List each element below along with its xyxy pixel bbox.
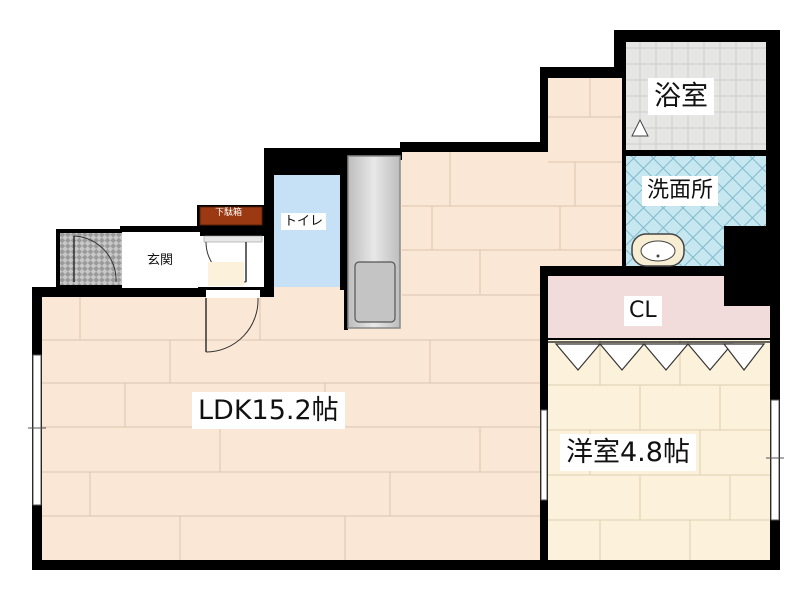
ldk-plank-lines bbox=[42, 78, 622, 560]
shoe-box-label: 下駄箱 bbox=[215, 208, 243, 218]
windows bbox=[28, 354, 784, 521]
closet-label: CL bbox=[624, 296, 662, 326]
shoe-box bbox=[197, 205, 265, 227]
ldk-floor bbox=[42, 78, 622, 560]
ldk-wood-floor bbox=[42, 78, 622, 560]
bathroom-label: 浴室 bbox=[648, 78, 714, 115]
entrance bbox=[60, 224, 266, 353]
closet-door-marks bbox=[554, 343, 766, 371]
washroom bbox=[622, 156, 770, 306]
western-room-label: 洋室4.8帖 bbox=[560, 434, 696, 471]
toilet-room bbox=[266, 160, 348, 290]
kitchen-counter bbox=[347, 155, 401, 329]
washbasin-icon bbox=[631, 233, 685, 267]
washroom-label: 洗面所 bbox=[642, 176, 719, 206]
toilet-label: トイレ bbox=[281, 213, 327, 230]
entrance-label: 玄関 bbox=[144, 252, 177, 269]
ldk-label: LDK15.2帖 bbox=[192, 392, 345, 429]
